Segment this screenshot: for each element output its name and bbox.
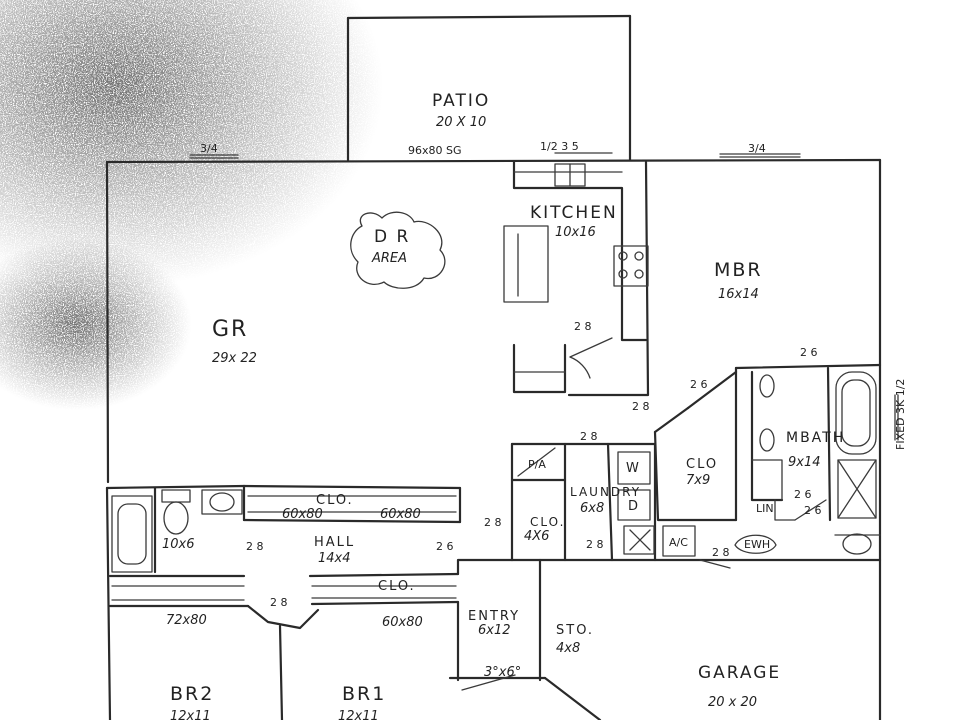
great-room-label: GR xyxy=(212,317,248,342)
hall-closet-dim: 4X6 xyxy=(524,529,549,544)
door-size-28-h: 2 8 xyxy=(270,596,288,609)
mbr-label: MBR xyxy=(714,259,763,281)
closet-top-label: CLO. xyxy=(316,493,354,508)
door-size-26-a: 2 6 xyxy=(800,346,818,359)
great-room-dim: 29x 22 xyxy=(212,351,257,366)
master-closet-label: CLO xyxy=(686,457,718,472)
door-size-28-b: 2 8 xyxy=(632,400,650,413)
dryer-label: D xyxy=(628,499,640,514)
door-size-28-e: 2 8 xyxy=(586,538,604,551)
entry-dim: 6x12 xyxy=(478,623,511,638)
storage-label: STO. xyxy=(556,623,594,638)
door-size-26-b: 2 6 xyxy=(690,378,708,391)
laundry-core xyxy=(510,442,882,569)
master-suite-walls xyxy=(653,363,882,555)
bedroom-2-dim: 12x11 xyxy=(170,709,211,720)
hall-dim: 14x4 xyxy=(318,551,351,566)
room-labels: PATIO 20 X 10 KITCHEN 10x16 D R AREA GR … xyxy=(162,91,845,720)
garage-dim: 20 x 20 xyxy=(708,695,757,710)
storage-dim: 4x8 xyxy=(556,641,580,656)
kitchen-dim: 10x16 xyxy=(555,225,596,240)
washer-label: W xyxy=(626,461,641,476)
laundry-dim: 6x8 xyxy=(580,501,604,516)
door-size-28-a: 2 8 xyxy=(574,320,592,333)
linen-label: LIN xyxy=(756,502,774,515)
mbath-label: MBATH xyxy=(786,430,845,446)
patio-dim: 20 X 10 xyxy=(436,115,486,130)
entry-label: ENTRY xyxy=(468,609,520,624)
br1-closet-label: 60x80 xyxy=(382,615,423,630)
door-size-26-c: 2 6 xyxy=(794,488,812,501)
door-size-28-d: 2 8 xyxy=(484,516,502,529)
closet-bottom-label: CLO. xyxy=(378,579,416,594)
master-closet-dim: 7x9 xyxy=(686,473,710,488)
hall-closet-label: CLO. xyxy=(530,515,565,529)
garage-label: GARAGE xyxy=(698,663,781,683)
door-size-28-c: 2 8 xyxy=(580,430,598,443)
window-right-label: 3/4 xyxy=(748,142,766,155)
hall-label: HALL xyxy=(314,535,355,550)
patio-label: PATIO xyxy=(432,91,490,111)
door-size-28-g: 2 8 xyxy=(246,540,264,553)
br2-closet-label: 72x80 xyxy=(166,613,207,628)
dining-label: D R xyxy=(374,227,410,247)
bedroom-1-dim: 12x11 xyxy=(338,709,379,720)
mbr-dim: 16x14 xyxy=(718,287,759,302)
bath-dim: 10x6 xyxy=(162,537,195,552)
fixture-labels: 96x80 SG 3/4 3/4 1/2 3 5 60x80 60x80 72x… xyxy=(166,140,822,680)
window-left-label: 3/4 xyxy=(200,142,218,155)
exhaust-label: EWH xyxy=(744,538,770,551)
dining-area-outline xyxy=(350,211,446,289)
mbath-dim: 9x14 xyxy=(788,455,821,470)
bedroom-1-label: BR1 xyxy=(342,683,386,705)
fixed-window-note: FIXED 3K 1/2 xyxy=(894,379,907,450)
entry-garage xyxy=(448,558,602,720)
entry-door-label: 3°x6° xyxy=(484,665,521,680)
window-marks xyxy=(189,152,899,441)
door-size-26-e: 2 6 xyxy=(436,540,454,553)
bedroom-wing xyxy=(105,484,514,720)
laundry-label: LAUNDRY xyxy=(570,485,641,499)
door-size-26-d: 2 6 xyxy=(804,504,822,517)
ac-label: A/C xyxy=(669,536,688,549)
exterior-walls xyxy=(105,14,882,720)
dining-area-label: AREA xyxy=(371,251,407,266)
door-size-label: 96x80 SG xyxy=(408,144,462,157)
hall-door-right-label: 60x80 xyxy=(380,507,421,522)
door-size-28-f: 2 8 xyxy=(712,546,730,559)
kitchen-label: KITCHEN xyxy=(530,203,618,223)
pa-label: P/A xyxy=(528,458,546,471)
bedroom-2-label: BR2 xyxy=(170,683,214,705)
range-hood-label: 60x80 xyxy=(282,507,323,522)
window-kitchen-label: 1/2 3 5 xyxy=(540,140,579,153)
kitchen-fixtures xyxy=(503,160,650,397)
